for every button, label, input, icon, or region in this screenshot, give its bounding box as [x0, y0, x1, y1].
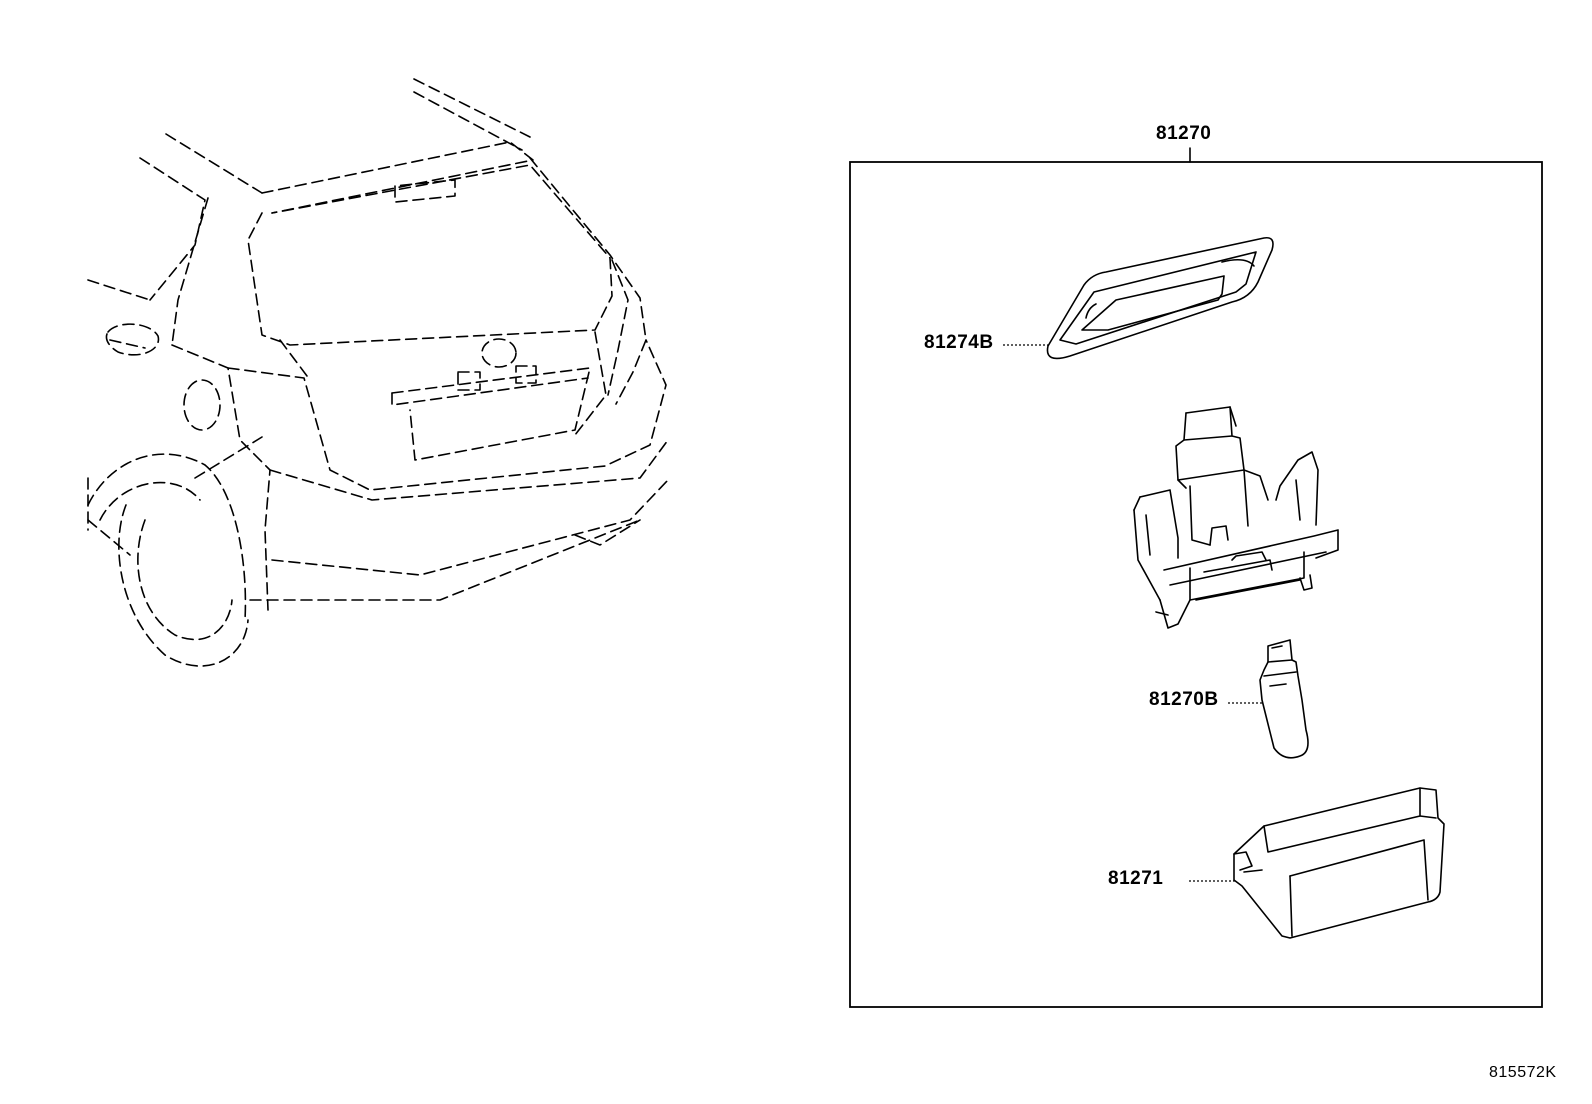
assembly-frame: [849, 147, 1543, 1008]
callout-81270b: 81270B: [1149, 689, 1219, 710]
callout-81270: 81270: [1156, 123, 1212, 144]
vehicle-rear-outline: [87, 78, 669, 667]
gasket-part-drawing: [1003, 236, 1274, 360]
callout-81274b: 81274B: [924, 332, 994, 353]
socket-housing-drawing: [1133, 406, 1339, 629]
bulb-part-drawing: [1228, 639, 1309, 759]
reference-code: 815572K: [1489, 1064, 1557, 1081]
lens-part-drawing: [1189, 787, 1445, 939]
callout-81271: 81271: [1108, 868, 1164, 889]
